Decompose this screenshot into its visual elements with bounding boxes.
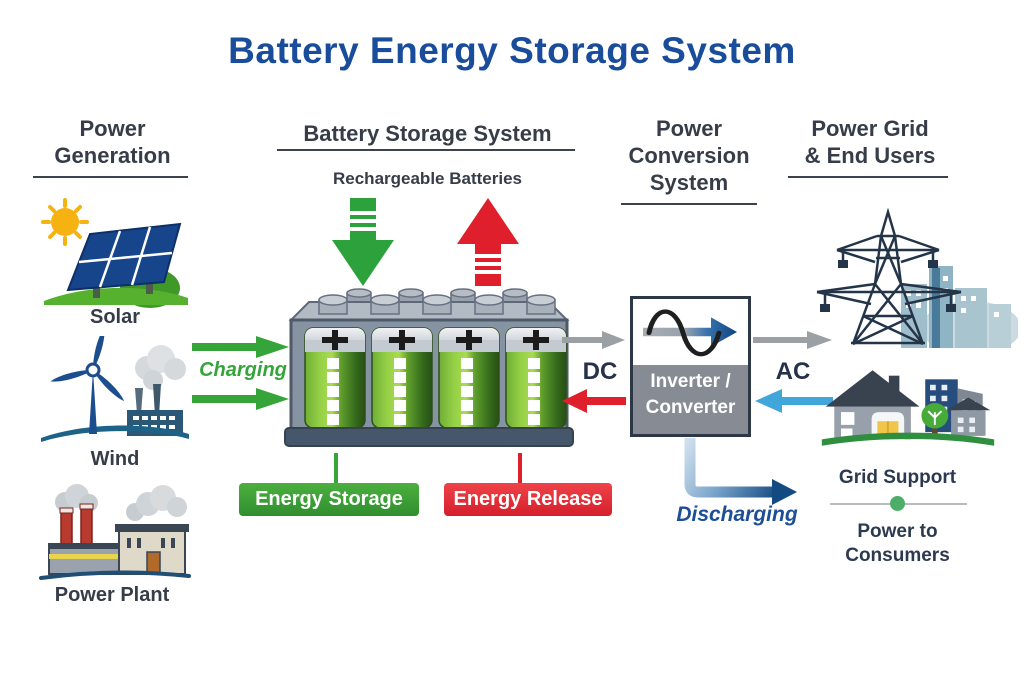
generation-header: Power Generation xyxy=(54,116,171,168)
grid-support-label: Grid Support xyxy=(838,467,957,488)
ac-label: AC xyxy=(775,358,811,385)
dc-return-arrow-icon xyxy=(562,389,626,413)
generation-underline xyxy=(33,176,188,178)
grid-support-dot xyxy=(890,496,905,511)
discharging-arrow-icon xyxy=(684,438,797,505)
discharging-label: Discharging xyxy=(676,503,798,526)
charging-arrow-top-icon xyxy=(192,336,289,358)
charging-arrow-bottom-icon xyxy=(192,388,289,410)
dc-forward-arrow-icon xyxy=(562,331,625,349)
sine-wave-icon xyxy=(633,299,748,365)
charging-label: Charging xyxy=(199,359,287,381)
storage-connector-line xyxy=(334,453,338,483)
solar-label: Solar xyxy=(89,306,141,328)
power-plant-label: Power Plant xyxy=(54,584,170,606)
battery-system-underline xyxy=(277,149,575,151)
transmission-tower-city-icon xyxy=(816,207,1018,348)
ac-forward-arrow-icon xyxy=(753,331,832,349)
wind-label: Wind xyxy=(90,448,140,470)
discharge-out-arrow-icon xyxy=(457,198,519,286)
battery-system-header: Battery Storage System xyxy=(303,121,552,146)
power-plant-icon xyxy=(39,484,191,580)
charge-in-arrow-icon xyxy=(332,198,394,286)
energy-storage-badge: Energy Storage xyxy=(239,483,419,516)
conversion-underline xyxy=(621,203,757,205)
conversion-header: Power Conversion System xyxy=(628,116,750,195)
inverter-converter-box: Inverter / Converter xyxy=(630,296,751,437)
battery-bank-icon xyxy=(284,288,574,447)
grid-underline xyxy=(788,176,948,178)
dc-label: DC xyxy=(582,358,618,385)
solar-panel-sun-icon xyxy=(41,198,188,308)
page-title: Battery Energy Storage System xyxy=(228,30,796,71)
houses-end-users-icon xyxy=(821,370,995,446)
power-to-consumers-label: Power to Consumers xyxy=(845,521,950,566)
grid-header: Power Grid & End Users xyxy=(804,116,936,168)
rechargeable-batteries-label: Rechargeable Batteries xyxy=(333,169,522,188)
release-connector-line xyxy=(518,453,522,483)
energy-release-badge: Energy Release xyxy=(444,483,612,516)
inverter-converter-label: Inverter / Converter xyxy=(633,365,748,434)
ac-return-arrow-icon xyxy=(755,389,833,413)
wind-turbine-factory-icon xyxy=(41,336,189,442)
